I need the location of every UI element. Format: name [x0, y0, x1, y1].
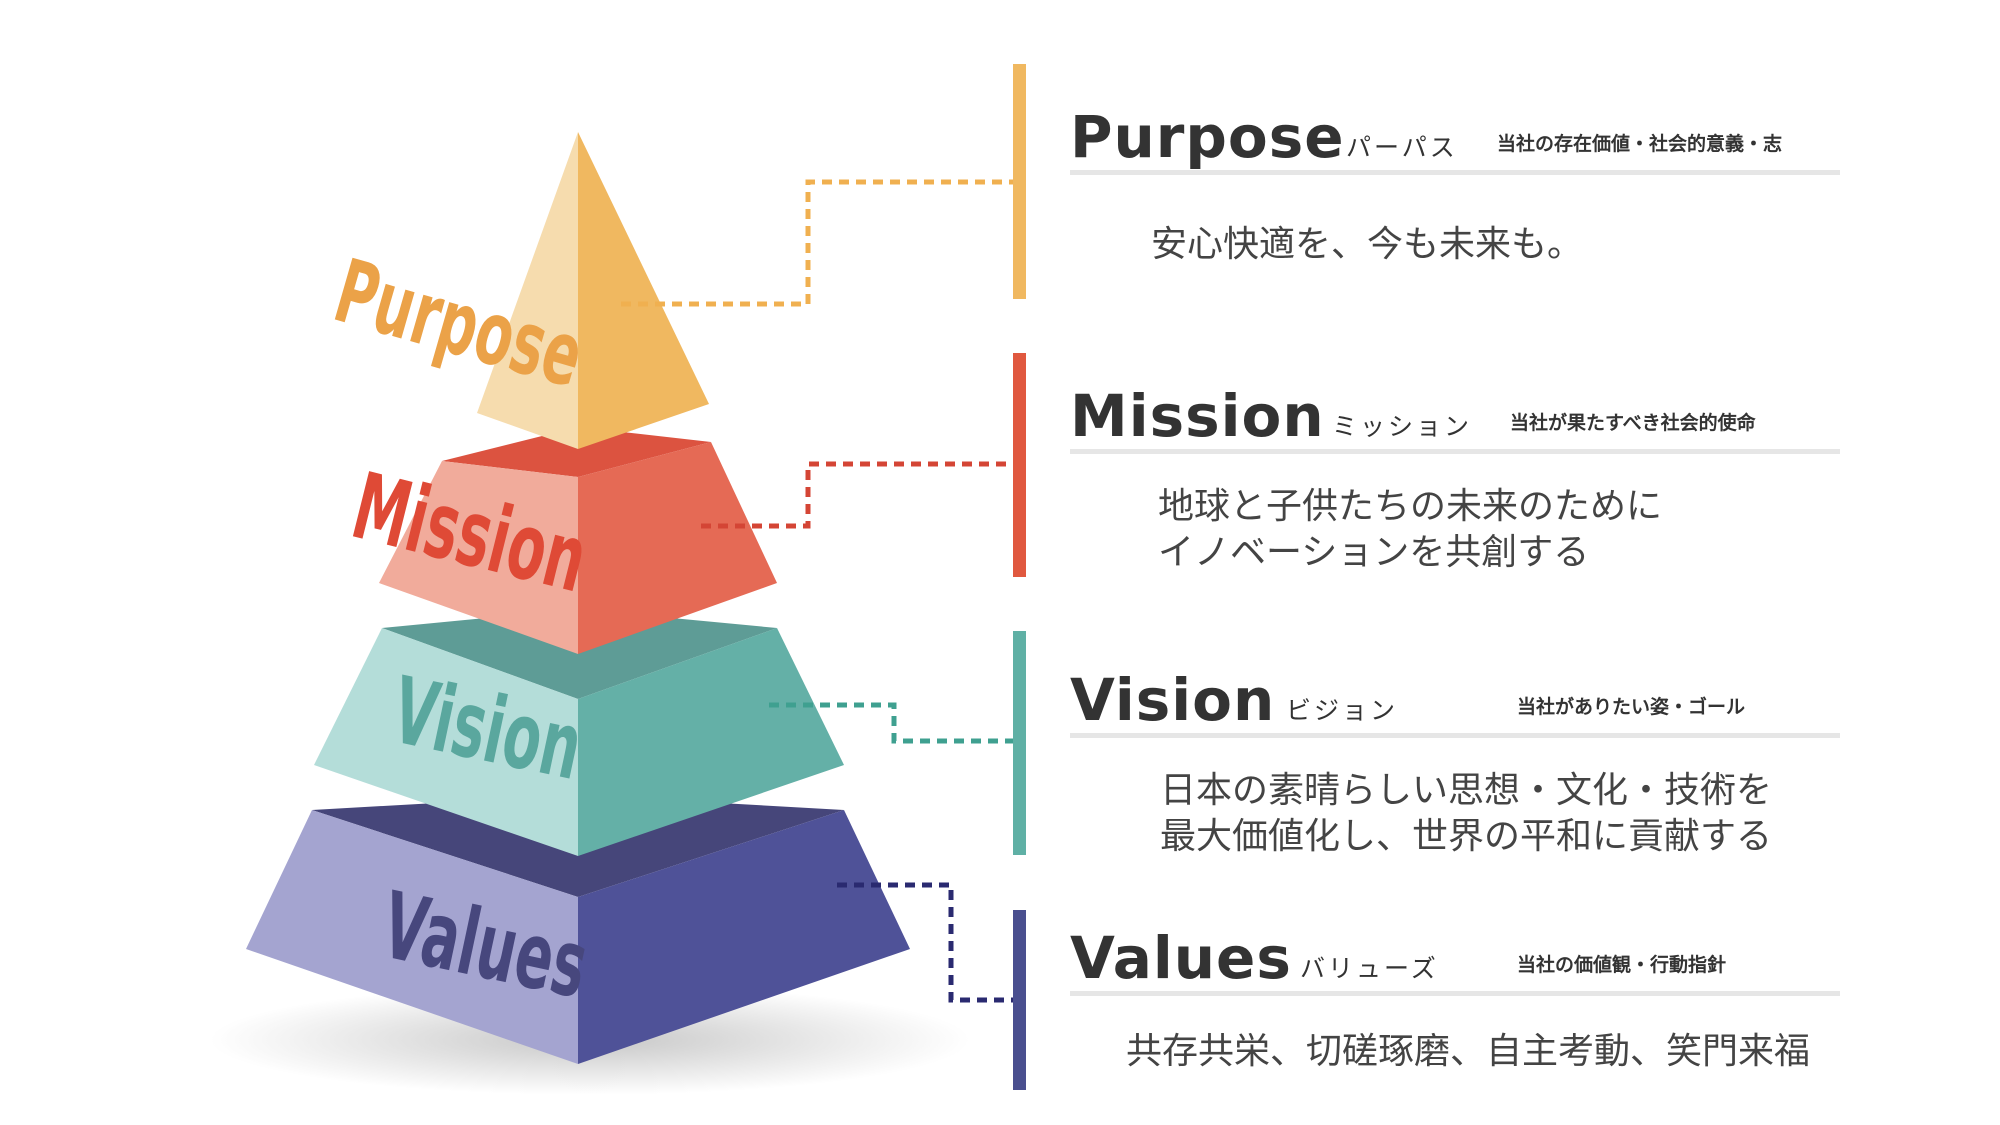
vision-tier [314, 609, 844, 856]
purpose-connector [621, 179, 1013, 307]
vision-line: 日本の素晴らしい思想・文化・技術を [1160, 770, 1773, 811]
purpose-tier [477, 132, 709, 449]
values-connector [837, 882, 1013, 1003]
values-tier [246, 795, 910, 1064]
values-statement: 共存共栄、切磋琢磨、自主考動、笑門来福 [1126, 1029, 1810, 1075]
vision-statement: 日本の素晴らしい思想・文化・技術を 最大価値化し、世界の平和に貢献する [1160, 768, 1772, 860]
mission-line: イノベーションを共創する [1158, 532, 1590, 573]
values-section: Values バリューズ 当社の価値観・行動指針 共存共栄、切磋琢磨、自主考動、… [1070, 924, 1840, 1072]
mission-section: Mission ミッション 当社が果たすべき社会的使命 地球と子供たちの未来のた… [1070, 382, 1840, 573]
vision-connector [769, 702, 1013, 744]
vision-heading: Vision ビジョン 当社がありたい姿・ゴール [1070, 666, 1840, 738]
mission-connector [701, 461, 1013, 529]
vision-subtitle: 当社がありたい姿・ゴール [1517, 696, 1746, 718]
values-title: Values [1070, 924, 1292, 992]
purpose-accent-bar [1013, 64, 1026, 299]
purpose-subtitle: 当社の存在価値・社会的意義・志 [1497, 133, 1783, 155]
purpose-statement: 安心快適を、今も未来も。 [1151, 222, 1583, 268]
purpose-line: 安心快適を、今も未来も。 [1151, 224, 1584, 265]
values-subtitle: 当社の価値観・行動指針 [1517, 954, 1727, 976]
pyramid-diagram: Purpose Mission Vision Values [210, 132, 1013, 1095]
vision-title: Vision [1070, 666, 1276, 734]
mission-line: 地球と子供たちの未来のために [1158, 486, 1663, 527]
mission-title: Mission [1070, 382, 1325, 450]
purpose-title: Purpose [1070, 103, 1345, 171]
purpose-section: Purpose パーパス 当社の存在価値・社会的意義・志 安心快適を、今も未来も… [1070, 103, 1840, 265]
purpose-kana: パーパス [1346, 133, 1458, 162]
vision-line: 最大価値化し、世界の平和に貢献する [1160, 816, 1773, 857]
mission-accent-bar [1013, 353, 1026, 577]
values-accent-bar [1013, 910, 1026, 1090]
values-kana: バリューズ [1300, 954, 1439, 983]
vision-section: Vision ビジョン 当社がありたい姿・ゴール 日本の素晴らしい思想・文化・技… [1070, 666, 1840, 857]
values-heading: Values バリューズ 当社の価値観・行動指針 [1070, 924, 1840, 996]
values-line: 共存共栄、切磋琢磨、自主考動、笑門来福 [1126, 1031, 1811, 1072]
mission-kana: ミッション [1332, 412, 1473, 441]
mission-subtitle: 当社が果たすべき社会的使命 [1510, 412, 1756, 434]
mission-statement: 地球と子供たちの未来のために イノベーションを共創する [1158, 484, 1662, 576]
purpose-heading: Purpose パーパス 当社の存在価値・社会的意義・志 [1070, 103, 1840, 175]
mission-tier [379, 427, 777, 654]
mission-heading: Mission ミッション 当社が果たすべき社会的使命 [1070, 382, 1840, 454]
vision-accent-bar [1013, 631, 1026, 855]
vision-kana: ビジョン [1286, 696, 1399, 725]
